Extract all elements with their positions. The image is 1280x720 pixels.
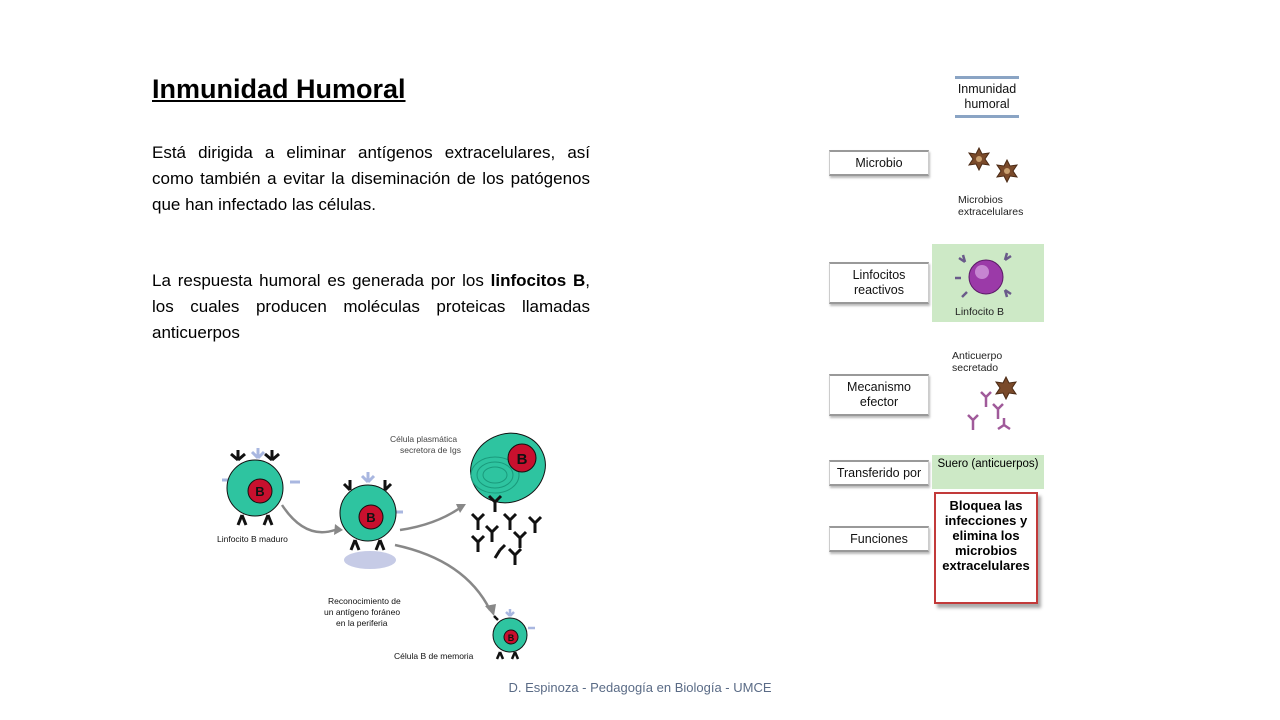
- paragraph-response: La respuesta humoral es generada por los…: [152, 268, 590, 346]
- antibody-desc: Anticuerpo secretado: [952, 350, 1003, 374]
- serum-desc: Suero (anticuerpos): [937, 458, 1039, 470]
- label-recog-2: un antígeno foráneo: [324, 607, 400, 617]
- function-box: Bloquea las infecciones y elimina los mi…: [934, 492, 1038, 604]
- memory-b-cell-icon: B: [492, 609, 535, 660]
- row-label-lymphocytes: Linfocitos reactivos: [829, 262, 929, 304]
- label-plasma-1: Célula plasmática: [390, 434, 457, 444]
- paragraph-response-text-1: La respuesta humoral es generada por los: [152, 271, 491, 290]
- antibodies-icon: [470, 494, 543, 565]
- b-lymphocyte-icon: [955, 252, 1012, 298]
- label-recog-1: Reconocimiento de: [328, 596, 401, 606]
- label-plasma-2: secretora de Igs: [400, 445, 461, 455]
- plasma-cell-letter: B: [517, 451, 528, 468]
- row-label-transfer: Transferido por: [829, 460, 929, 486]
- b-cell-diagram: B Linfocito B maduro B Célula plasmática…: [217, 432, 546, 661]
- row-label-mechanism: Mecanismo efector: [829, 374, 929, 416]
- paragraph-response-text-2: , los cuales producen moléculas proteica…: [152, 271, 590, 342]
- lymph-desc: Linfocito B: [955, 306, 1005, 318]
- mature-cell-letter: B: [255, 484, 264, 499]
- activated-b-cell-icon: B: [339, 472, 403, 569]
- row-label-microbe: Microbio: [829, 150, 929, 176]
- paragraph-response-bold: linfocitos B: [490, 271, 586, 290]
- footer: D. Espinoza - Pedagogía en Biología - UM…: [508, 680, 772, 695]
- label-recog-3: en la periferia: [336, 618, 388, 628]
- activated-cell-letter: B: [366, 510, 375, 525]
- slide-title: Inmunidad Humoral: [152, 74, 406, 104]
- antibody-microbe-icon: [967, 375, 1018, 431]
- memory-cell-letter: B: [508, 633, 515, 643]
- microbe-desc: Microbios extracelulares: [958, 194, 1024, 218]
- header-box: Inmunidad humoral: [955, 76, 1019, 118]
- serum-panel: Suero (anticuerpos): [932, 455, 1044, 489]
- row-label-functions: Funciones: [829, 526, 929, 552]
- plasma-cell-icon: B: [470, 432, 546, 504]
- label-memory: Célula B de memoria: [394, 651, 474, 661]
- microbe-icon: [967, 146, 1019, 184]
- paragraph-definition: Está dirigida a eliminar antígenos extra…: [152, 143, 590, 214]
- mature-b-cell-icon: B: [222, 448, 300, 526]
- label-mature-b: Linfocito B maduro: [217, 534, 288, 544]
